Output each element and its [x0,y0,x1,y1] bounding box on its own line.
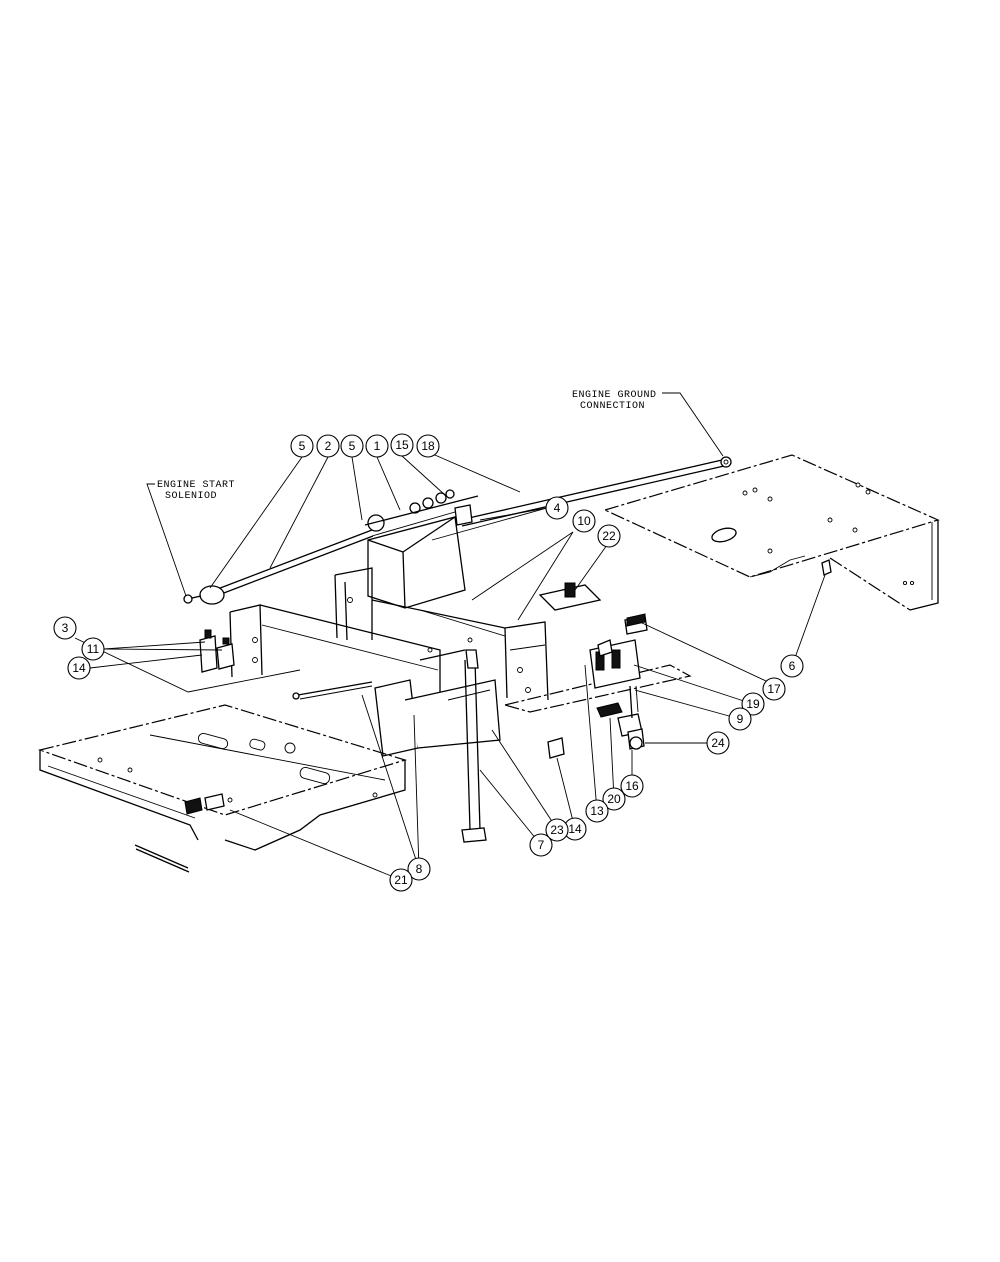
callout-17: 17 [762,677,786,701]
callout-8: 8 [407,857,431,881]
callout-16: 16 [620,774,644,798]
left-floor-plate [37,704,408,873]
callout-3-label: 3 [62,621,69,635]
callout-24-label: 24 [711,736,725,750]
callout-11: 11 [81,637,105,661]
right-floor-plate [603,454,940,611]
callout-13-label: 13 [590,804,604,818]
callout-5b: 5 [340,434,364,458]
battery-cables [183,456,732,605]
callout-18-label: 18 [421,439,435,453]
strap [461,649,487,843]
callout-21: 21 [389,868,413,892]
callout-23-label: 23 [550,823,564,837]
callout-7-label: 7 [538,838,545,852]
engine-ground-label-line1: ENGINE GROUND [572,390,657,401]
callout-6-label: 6 [789,659,796,673]
callout-13: 13 [585,799,609,823]
control-panel [502,559,832,759]
callout-21-label: 21 [394,873,408,887]
callout-16-label: 16 [625,779,639,793]
battery [364,489,479,609]
callout-22-label: 22 [602,529,616,543]
callout-6: 6 [780,654,804,678]
callout-4: 4 [545,496,569,520]
callout-20-label: 20 [607,792,621,806]
callout-14a-label: 14 [72,661,86,675]
callout-15: 15 [390,433,414,457]
callout-1: 1 [365,434,389,458]
callout-14b-label: 14 [568,822,582,836]
engine-ground-note: ENGINE GROUND CONNECTION [572,390,724,457]
callout-5a: 5 [290,434,314,458]
callout-18: 18 [416,434,440,458]
callout-7: 7 [529,833,553,857]
callout-19-label: 19 [746,697,760,711]
callout-5a-label: 5 [299,439,306,453]
leader-lines [74,451,826,881]
callout-9: 9 [728,707,752,731]
engine-ground-label-line2: CONNECTION [580,401,645,412]
callout-11-label: 11 [87,642,100,656]
callout-15-label: 15 [395,438,409,452]
callout-10: 10 [572,509,596,533]
callout-3: 3 [53,616,77,640]
callout-14b: 14 [563,817,587,841]
engine-start-label-line1: ENGINE START [157,480,235,491]
engine-start-note: ENGINE START SOLENIOD [146,480,235,597]
callout-5b-label: 5 [349,439,356,453]
callout-17-label: 17 [767,682,781,696]
relay-group [199,629,235,673]
callout-14a: 14 [67,656,91,680]
callout-20: 20 [602,787,626,811]
callout-1-label: 1 [374,439,381,453]
callout-2-label: 2 [325,439,332,453]
callout-19: 19 [741,692,765,716]
callout-9-label: 9 [737,712,744,726]
callout-24: 24 [706,731,730,755]
callout-8-label: 8 [416,862,423,876]
engine-start-label-line2: SOLENIOD [165,491,217,502]
callout-22: 22 [597,524,621,548]
callout-10-label: 10 [577,514,591,528]
wire-harness [292,681,373,700]
callout-4-label: 4 [554,501,561,515]
callout-2: 2 [316,434,340,458]
callout-23: 23 [545,818,569,842]
